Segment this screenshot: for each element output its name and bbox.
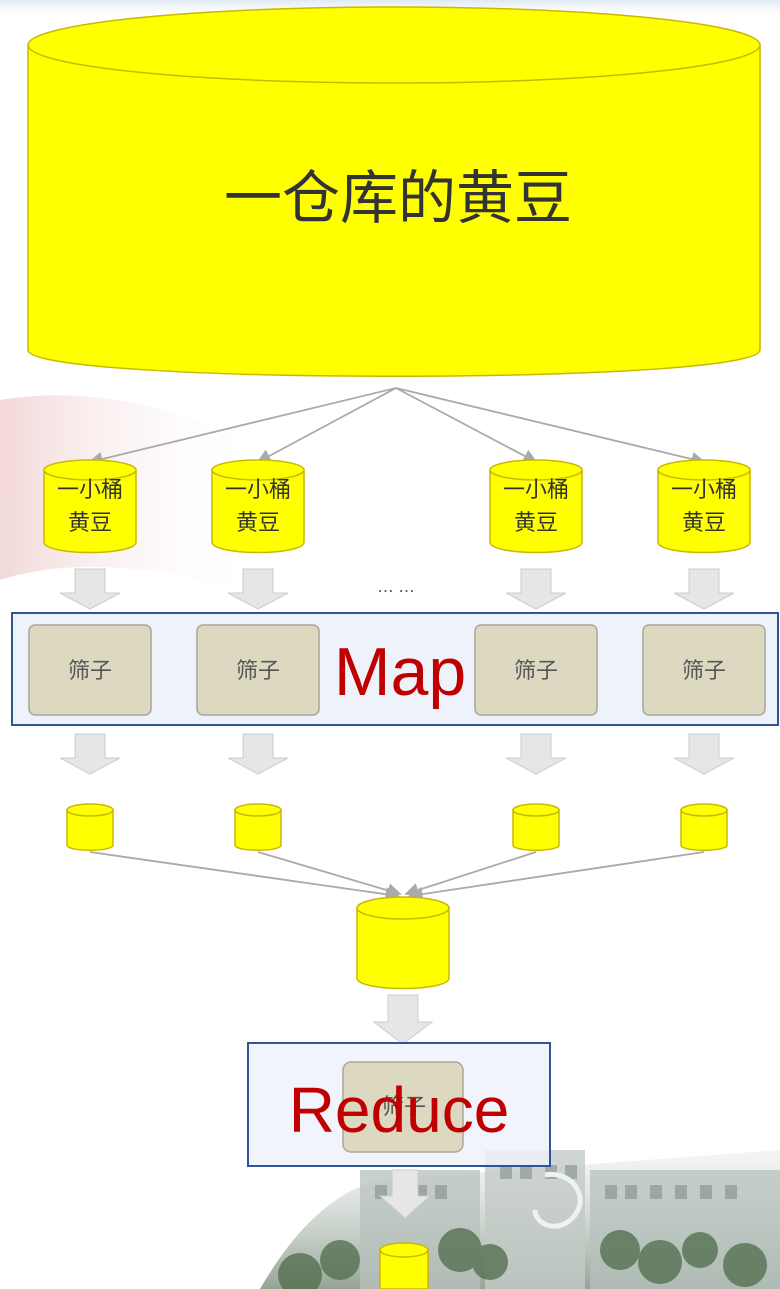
map-sieves: 筛子 筛子 筛子 筛子 [28,624,766,716]
merged-cylinder [356,896,450,990]
arrows-to-map [59,568,735,610]
map-stage: 筛子 筛子 筛子 筛子 Map [11,612,779,726]
map-sieve-label: 筛子 [68,659,112,684]
bucket-label-line1: 一小桶 [225,478,291,503]
reduce-stage: 筛子 Reduce [247,1042,551,1167]
split-arrows [88,387,706,467]
down-arrow [59,733,121,775]
map-output-cylinder [234,803,282,851]
down-arrow [505,733,567,775]
down-arrow [59,568,121,610]
campus-building-image [260,1150,780,1289]
map-label: Map [334,634,466,710]
bucket-label-line1: 一小桶 [503,478,569,503]
warehouse-cylinder: 一仓库的黄豆 [27,6,761,377]
arrows-from-map [59,733,735,775]
merge-arrows [89,851,705,902]
arrow-to-final [378,1169,432,1219]
map-sieve: 筛子 [196,624,320,716]
map-sieve: 筛子 [28,624,152,716]
map-output-cylinder [680,803,728,851]
down-arrow [505,568,567,610]
reduce-label: Reduce [289,1074,510,1146]
final-output-cylinder [379,1242,429,1289]
warehouse-label: 一仓库的黄豆 [224,164,572,232]
map-output-cylinder [66,803,114,851]
map-output-cylinder [512,803,560,851]
bucket-label-line2: 黄豆 [236,511,280,536]
down-arrow [673,733,735,775]
map-outputs [66,803,728,851]
map-sieve-label: 筛子 [236,659,280,684]
bucket-label-line1: 一小桶 [57,478,123,503]
down-arrow [673,568,735,610]
reduce-sieve [342,1061,464,1153]
arrow-to-reduce [372,994,434,1045]
bucket-label-line1: 一小桶 [671,478,737,503]
map-sieve: 筛子 [474,624,598,716]
reduce-sieve-label: 筛子 [382,1095,426,1120]
map-sieve-label: 筛子 [682,659,726,684]
bucket-label-line2: 黄豆 [68,511,112,536]
map-sieve-label: 筛子 [514,659,558,684]
down-arrow [227,733,289,775]
map-sieve: 筛子 [642,624,766,716]
ellipsis: … … [377,577,414,596]
bucket-label-line2: 黄豆 [514,511,558,536]
bucket-label-line2: 黄豆 [682,511,726,536]
down-arrow [227,568,289,610]
